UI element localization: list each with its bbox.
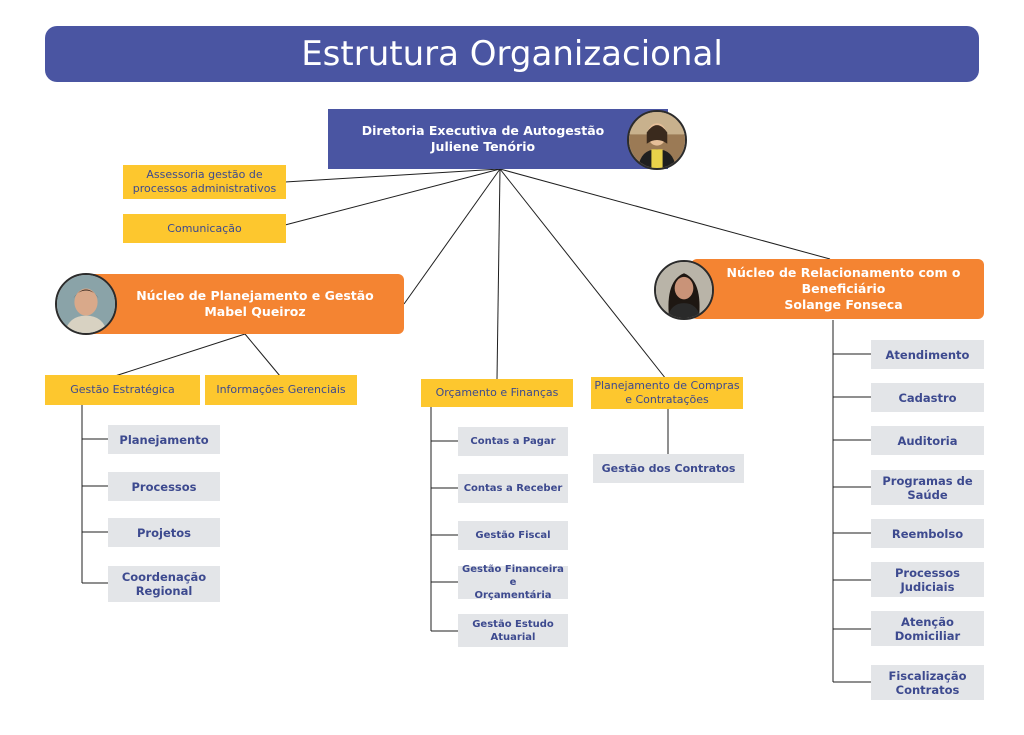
dept-label: Planejamento de Compras e Contratações	[594, 379, 740, 406]
unit-label: Reembolso	[891, 526, 964, 541]
unit-label: Planejamento	[119, 432, 209, 447]
staff-box-advisory: Assessoria gestão de processos administr…	[123, 165, 286, 199]
unit-gestao-financeira: Gestão Financeira e Orçamentária	[458, 564, 568, 601]
unit-label: Gestão Estudo Atuarial	[472, 618, 554, 643]
executive-title: Diretoria Executiva de Autogestão	[361, 123, 605, 138]
unit-label: Atenção Domiciliar	[894, 614, 961, 643]
unit-coordenacao-regional: Coordenação Regional	[108, 566, 220, 602]
unit-contas-receber: Contas a Receber	[458, 474, 568, 503]
unit-label: Atendimento	[885, 347, 970, 362]
planning-photo-icon	[55, 273, 117, 335]
unit-label: Projetos	[137, 525, 191, 540]
nucleus-relationship-title: Núcleo de Relacionamento com o Beneficiá…	[726, 265, 961, 296]
unit-programas-saude: Programas de Saúde	[871, 470, 984, 505]
unit-label: Gestão Fiscal	[475, 530, 551, 541]
unit-atendimento: Atendimento	[871, 340, 984, 369]
unit-atencao-domiciliar: Atenção Domiciliar	[871, 611, 984, 646]
unit-processos-judiciais: Processos Judiciais	[871, 562, 984, 597]
unit-cadastro: Cadastro	[871, 383, 984, 412]
connector	[496, 168, 501, 380]
relationship-photo-icon	[654, 260, 714, 320]
unit-label: Gestão dos Contratos	[601, 461, 736, 475]
dept-label: Informações Gerenciais	[216, 383, 346, 396]
connector	[284, 168, 501, 226]
connector	[284, 168, 501, 183]
unit-planejamento: Planejamento	[108, 425, 220, 454]
unit-contas-pagar: Contas a Pagar	[458, 427, 568, 456]
page-title: Estrutura Organizacional	[45, 26, 979, 82]
staff-label: Assessoria gestão de processos administr…	[132, 168, 277, 195]
connector	[499, 168, 667, 380]
dept-purchasing: Planejamento de Compras e Contratações	[591, 377, 743, 409]
unit-gestao-fiscal: Gestão Fiscal	[458, 521, 568, 550]
connector	[244, 333, 281, 377]
unit-reembolso: Reembolso	[871, 519, 984, 548]
unit-label: Cadastro	[898, 390, 957, 405]
nucleus-planning-name: Mabel Queiroz	[204, 304, 306, 319]
unit-label: Coordenação Regional	[121, 570, 207, 598]
unit-auditoria: Auditoria	[871, 426, 984, 455]
unit-label: Contas a Pagar	[470, 436, 556, 447]
executive-photo-icon	[627, 110, 687, 170]
unit-label: Contas a Receber	[463, 483, 563, 494]
nucleus-relationship-box: Núcleo de Relacionamento com o Beneficiá…	[691, 259, 984, 319]
unit-label: Fiscalização Contratos	[888, 668, 967, 697]
unit-label: Processos Judiciais	[894, 565, 961, 594]
unit-projetos: Projetos	[108, 518, 220, 547]
nucleus-planning-title: Núcleo de Planejamento e Gestão	[136, 288, 374, 303]
unit-gestao-contratos: Gestão dos Contratos	[593, 454, 744, 483]
unit-fiscalizacao-contratos: Fiscalização Contratos	[871, 665, 984, 700]
executive-name: Juliene Tenório	[430, 139, 536, 154]
dept-strategic-management: Gestão Estratégica	[45, 375, 200, 405]
connector	[499, 168, 831, 260]
staff-box-communication: Comunicação	[123, 214, 286, 243]
nucleus-planning-box: Núcleo de Planejamento e Gestão Mabel Qu…	[84, 274, 404, 334]
staff-label: Comunicação	[167, 221, 242, 235]
connector	[403, 168, 501, 305]
unit-label: Processos	[131, 479, 197, 494]
connector	[114, 333, 246, 377]
unit-label: Gestão Financeira e Orçamentária	[462, 564, 564, 601]
dept-management-info: Informações Gerenciais	[205, 375, 357, 405]
unit-estudo-atuarial: Gestão Estudo Atuarial	[458, 614, 568, 647]
dept-finance: Orçamento e Finanças	[421, 379, 573, 407]
unit-label: Auditoria	[897, 433, 958, 448]
dept-label: Gestão Estratégica	[70, 383, 175, 396]
nucleus-relationship-name: Solange Fonseca	[784, 297, 903, 312]
unit-processos: Processos	[108, 472, 220, 501]
executive-box: Diretoria Executiva de Autogestão Julien…	[328, 109, 668, 169]
unit-label: Programas de Saúde	[882, 473, 973, 502]
dept-label: Orçamento e Finanças	[435, 386, 559, 399]
